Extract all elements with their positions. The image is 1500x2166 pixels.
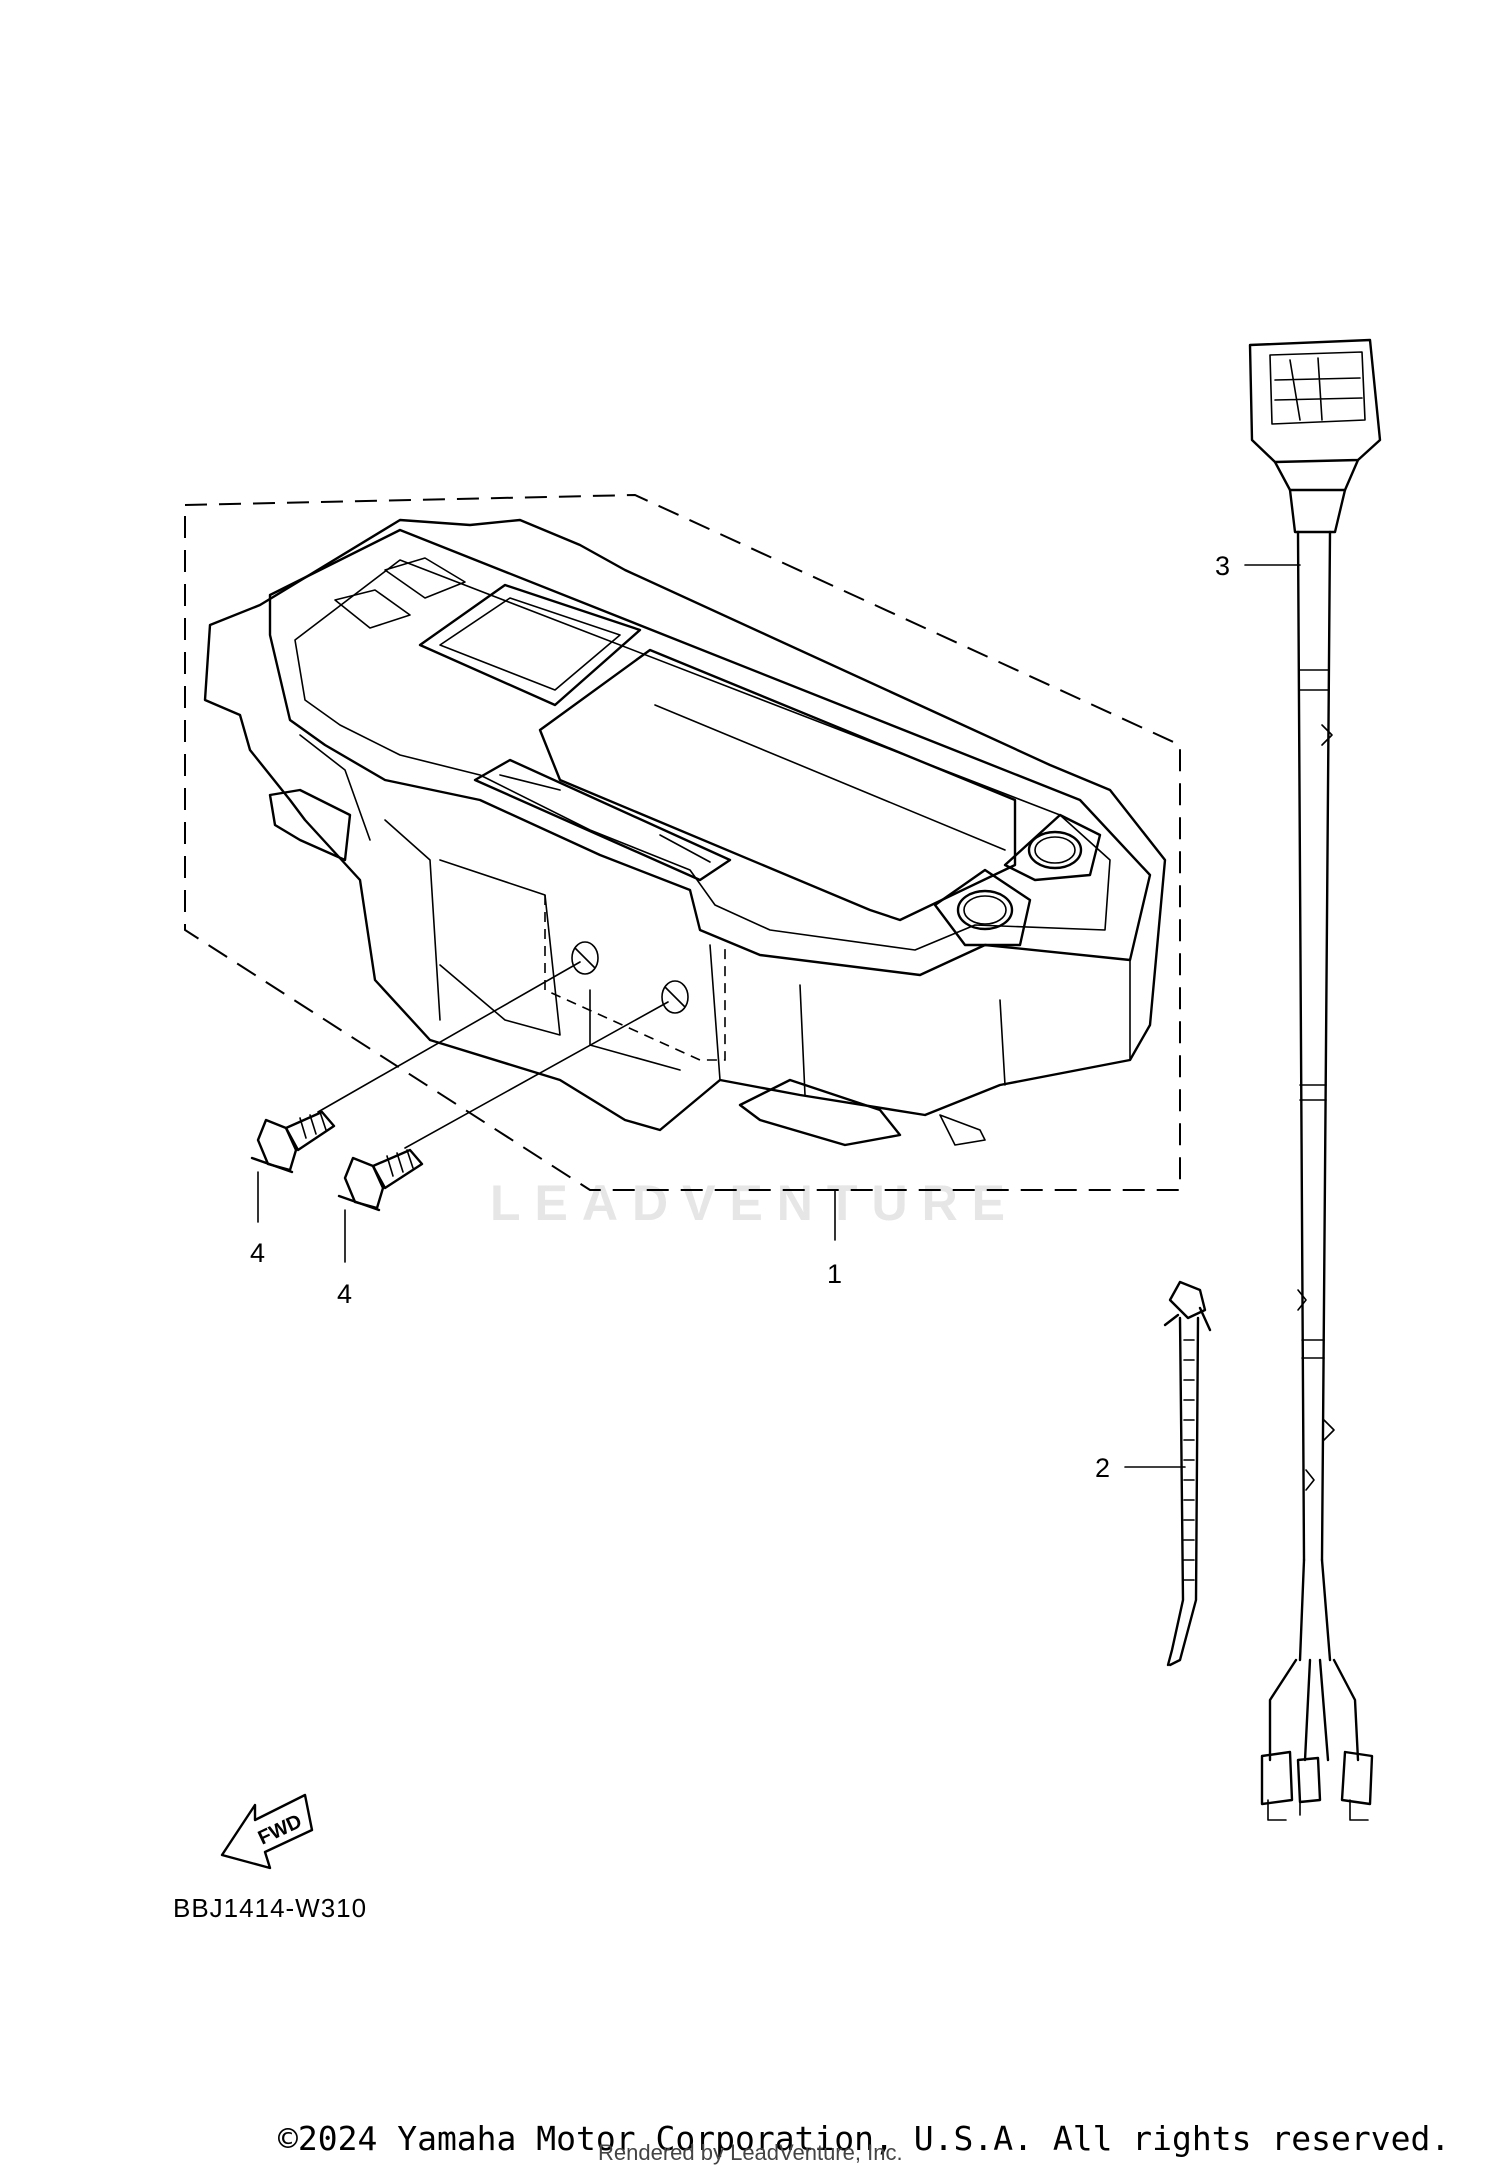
callout-1: 1 (827, 1189, 842, 1289)
svg-text:4: 4 (250, 1238, 265, 1268)
callout-2: 2 (1095, 1453, 1186, 1483)
meter-assembly-part-1[interactable] (203, 518, 1167, 1147)
screw-part-4-a[interactable] (250, 1110, 336, 1174)
diagram-reference-code: BBJ1414-W310 (173, 1893, 367, 1923)
svg-text:2: 2 (1095, 1453, 1110, 1483)
svg-text:3: 3 (1215, 551, 1230, 581)
wire-harness-part-3[interactable] (1248, 338, 1382, 1821)
callout-3: 3 (1215, 551, 1301, 581)
copyright-notice: ©2024 Yamaha Motor Corporation, U.S.A. A… (278, 2119, 1450, 2158)
callout-4-a: 4 (250, 1171, 265, 1268)
svg-text:4: 4 (337, 1279, 352, 1309)
watermark-text: LEADVENTURE (490, 1175, 1019, 1231)
assembly-boundary (184, 493, 1181, 1191)
screw-part-4-b[interactable] (337, 1148, 424, 1212)
rendered-by-note: Rendered by LeadVenture, Inc. (598, 2140, 903, 2165)
callout-4-b: 4 (337, 1209, 352, 1309)
svg-text:1: 1 (827, 1259, 842, 1289)
forward-arrow-icon: FWD (220, 1793, 314, 1870)
cable-tie-part-2[interactable] (1163, 1280, 1212, 1667)
